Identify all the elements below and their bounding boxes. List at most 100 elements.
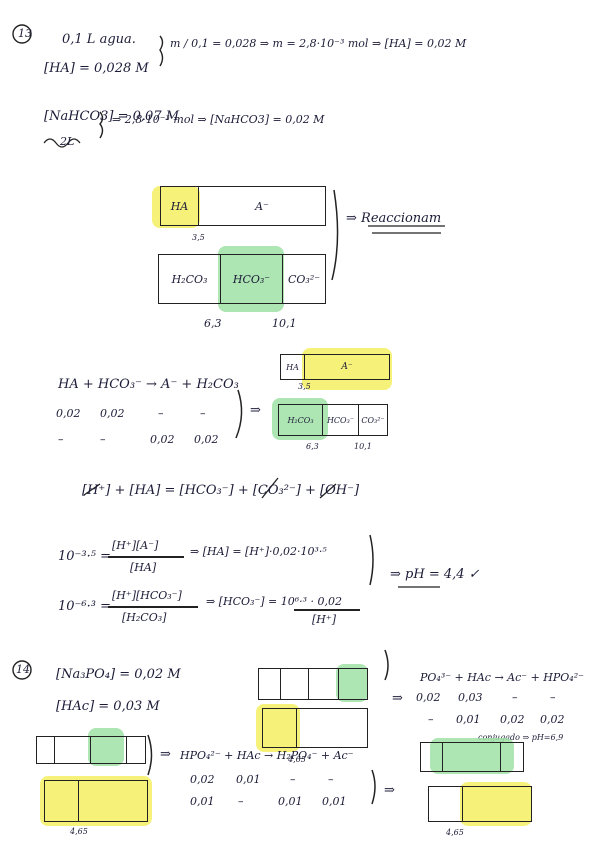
cell	[79, 781, 147, 821]
p13-rx-initial-2: 0,02	[100, 407, 125, 420]
eq1-den: [HA]	[130, 561, 157, 574]
pk-6-3: 6,3	[204, 317, 222, 330]
highlight-mid-bottom	[256, 704, 300, 752]
problem-14-number: 14	[16, 663, 30, 676]
p14-rx1-f2: 0,01	[456, 713, 481, 726]
eq2-rden: [H⁺]	[312, 613, 336, 626]
cell	[281, 669, 309, 699]
p14-rx2-i3: –	[290, 773, 296, 786]
speciation-box-small-carbonate: H₂CO₃ HCO₃⁻ CO₃²⁻	[278, 404, 388, 436]
pk-10-1: 10,1	[272, 317, 297, 330]
p13-ha-calc: m / 0,1 = 0,028 ⇒ m = 2,8·10⁻³ mol ⇒ [HA…	[170, 37, 467, 50]
p14-conjugado: conjugado ⇒ pH=6,9	[478, 733, 564, 742]
p14-hac: [HAc] = 0,03 M	[56, 699, 160, 714]
ph-result: ⇒ pH = 4,4 ✓	[390, 567, 480, 582]
speciation-box-carbonate: H₂CO₃ HCO₃⁻ CO₃²⁻	[158, 254, 326, 304]
p14-left-bottom-box	[44, 780, 148, 822]
p14-rx2-i4: –	[328, 773, 334, 786]
p13-rx-final-3: 0,02	[150, 433, 175, 446]
p14-implies-2: ⇒	[160, 747, 171, 762]
cell-ha: HA	[161, 187, 199, 225]
cell	[429, 787, 463, 821]
eq2-den: [H₂CO₃]	[122, 611, 167, 624]
p13-ha-conc: [HA] = 0,028 M	[44, 61, 149, 76]
reaccionam-label: ⇒ Reaccionam	[346, 211, 442, 226]
p14-rx2-i1: 0,02	[190, 773, 215, 786]
p14-rx1: PO₄³⁻ + HAc → Ac⁻ + HPO₄²⁻	[420, 671, 584, 684]
p13-rx-initial-1: 0,02	[56, 407, 81, 420]
highlight-right-bottom	[460, 782, 532, 826]
cell-h2co3: H₂CO₃	[159, 255, 221, 303]
cell	[297, 709, 367, 747]
cell-a-minus: A⁻	[255, 199, 269, 213]
p14-rx2-f4: 0,01	[322, 795, 347, 808]
p13-nahco3-conc: [NaHCO3] = 0,07 M	[44, 109, 180, 124]
p13-nahco3-calc: ⇒ 2,8·10⁻³ mol ⇒ [NaHCO3] = 0,02 M	[112, 113, 325, 126]
p14-right-bottom-box	[428, 786, 532, 822]
eq2-num: [H⁺][HCO₃⁻]	[112, 589, 182, 602]
eq2-rhs: ⇒ [HCO₃⁻] = 10⁶·³ · 0,02	[206, 595, 343, 608]
cell	[37, 737, 55, 763]
cell	[45, 781, 79, 821]
speciation-box-small-ha: HA A⁻	[280, 354, 390, 380]
pk-3-5-small: 3,5	[298, 382, 311, 391]
cell	[55, 737, 91, 763]
cell	[91, 737, 127, 763]
cell	[339, 669, 367, 699]
cell	[309, 669, 339, 699]
p14-mid-bottom-box	[262, 708, 368, 748]
p13-rx-final-4: 0,02	[194, 433, 219, 446]
cell	[463, 787, 531, 821]
eq2-rhs-bar	[294, 609, 360, 611]
cell-co3-small: CO₃²⁻	[361, 415, 385, 425]
p14-rx2-f2: –	[238, 795, 244, 808]
highlight-hco3	[218, 246, 284, 312]
eq1-lhs: 10⁻³·⁵ =	[58, 549, 111, 564]
cell	[259, 669, 281, 699]
cell-ha-small: HA	[281, 355, 305, 379]
p14-left-top-box	[36, 736, 146, 764]
p14-implies-3: ⇒	[384, 783, 395, 798]
p13-rx-final-1: –	[58, 433, 64, 446]
cell-h2co3-small: H₂CO₃	[279, 405, 323, 435]
pk-right: 4,65	[446, 828, 464, 837]
pk-3-5: 3,5	[192, 233, 205, 242]
p13-rx-initial-3: –	[158, 407, 164, 420]
cell	[443, 743, 501, 771]
highlight-left-top	[88, 728, 124, 766]
cell-hco3-small: HCO₃⁻	[323, 405, 359, 435]
pk-mid: 4,65	[288, 755, 306, 764]
p13-volume: 2L	[60, 135, 75, 148]
p14-rx2: HPO₄²⁻ + HAc → H₂PO₄⁻ + Ac⁻	[180, 749, 354, 762]
p13-reaction: HA + HCO₃⁻ → A⁻ + H₂CO₃	[58, 377, 239, 392]
highlight-h2co3-small	[272, 398, 328, 440]
speciation-box-ha: HA A⁻	[160, 186, 326, 226]
p13-rx-initial-4: –	[200, 407, 206, 420]
p14-na3po4: [Na₃PO₄] = 0,02 M	[56, 667, 181, 682]
p14-rx1-f3: 0,02	[500, 713, 525, 726]
highlight-mid-top	[336, 664, 368, 702]
p14-rx1-i4: –	[550, 691, 556, 704]
pk-6-3-small: 6,3	[306, 442, 319, 451]
cell	[263, 709, 297, 747]
cell	[127, 737, 145, 763]
p14-rx1-f4: 0,02	[540, 713, 565, 726]
p14-rx2-f1: 0,01	[190, 795, 215, 808]
eq2-lhs: 10⁻⁶·³ =	[58, 599, 111, 614]
cell	[421, 743, 443, 771]
cell-co3: CO₃²⁻	[287, 272, 321, 286]
cell	[501, 743, 523, 771]
eq1-fraction-bar	[108, 556, 184, 558]
p13-implies: ⇒	[250, 403, 261, 418]
p14-rx2-i2: 0,01	[236, 773, 261, 786]
p14-rx1-f1: –	[428, 713, 434, 726]
cell-a-small: A⁻	[341, 362, 353, 372]
cell-hco3: HCO₃⁻	[221, 255, 283, 303]
eq2-fraction-bar	[108, 606, 198, 608]
eq1-rhs: ⇒ [HA] = [H⁺]·0,02·10³·⁵	[190, 545, 327, 558]
p14-rx1-i1: 0,02	[416, 691, 441, 704]
p14-mid-top-box	[258, 668, 368, 700]
highlight-left-bottom	[40, 776, 152, 826]
p14-implies-1: ⇒	[392, 691, 403, 706]
